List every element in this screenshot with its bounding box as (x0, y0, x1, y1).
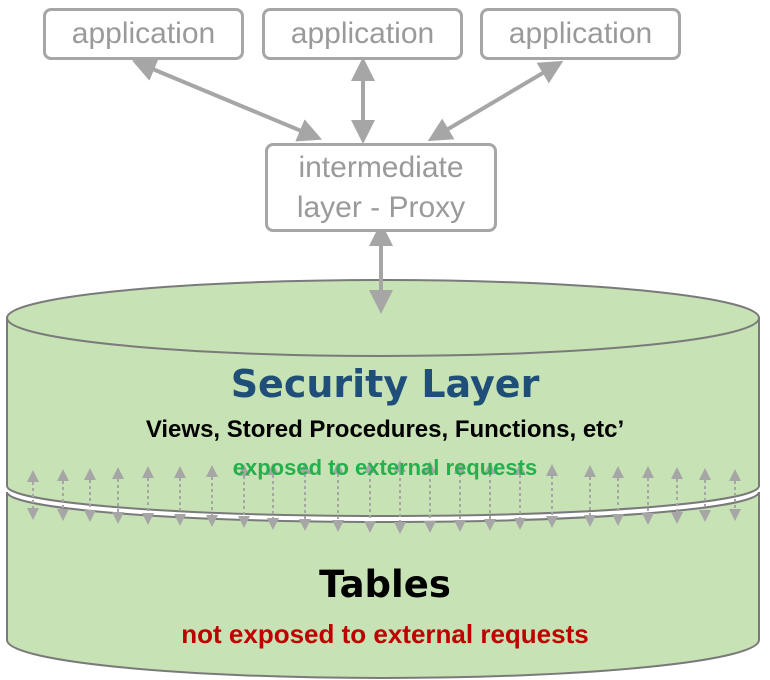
tables-title: Tables (319, 563, 451, 606)
application-label: application (71, 17, 216, 50)
arrow-app1-proxy (131, 58, 323, 142)
application-box-1: application (43, 8, 244, 60)
security-layer-title: Security Layer (230, 362, 540, 406)
proxy-label-line2: layer - Proxy (296, 190, 466, 224)
proxy-label-line1: intermediate (298, 150, 464, 184)
security-cylinder (6, 279, 760, 517)
arrow-app3-proxy (427, 60, 564, 142)
security-layer-note: exposed to external requests (232, 455, 538, 480)
tables-cylinder (6, 491, 760, 679)
application-box-2: application (262, 8, 463, 60)
proxy-box: intermediate layer - Proxy (265, 143, 497, 232)
layer-boundary-arrows (27, 460, 741, 534)
security-layer-subtitle: Views, Stored Procedures, Functions, etc… (145, 416, 625, 443)
tables-note: not exposed to external requests (181, 619, 589, 649)
application-label: application (290, 17, 435, 50)
application-label: application (508, 17, 653, 50)
application-box-3: application (480, 8, 681, 60)
